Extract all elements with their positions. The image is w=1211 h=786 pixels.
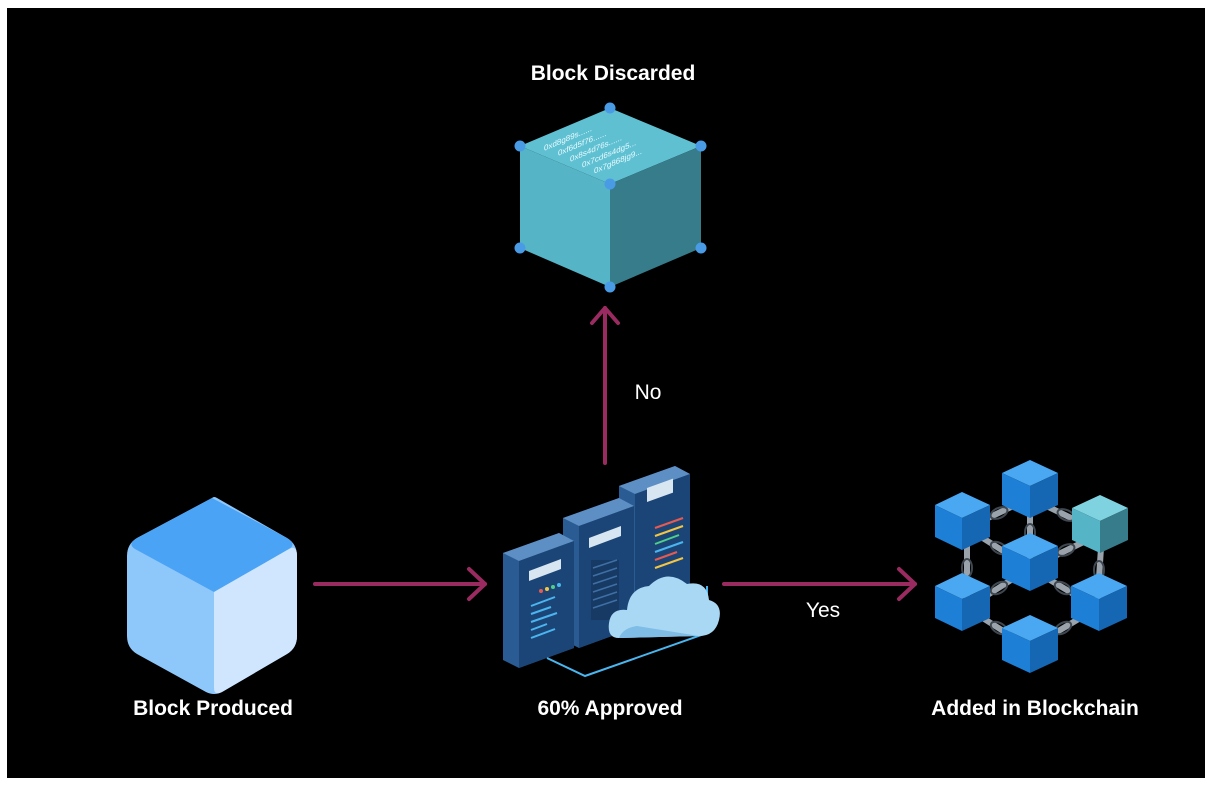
- chain-cube-icon: [1002, 460, 1058, 518]
- chain-cube-icon: [935, 573, 990, 631]
- node-label-discarded: Block Discarded: [530, 62, 696, 85]
- chain-cube-icon: [1071, 573, 1127, 631]
- server-cluster-icon: [503, 466, 720, 678]
- edge-label-no: No: [634, 381, 662, 404]
- chain-cube-icon: [1072, 495, 1128, 553]
- arrow-produced-to-approved: [313, 567, 487, 601]
- chain-cube-icon: [1002, 533, 1058, 591]
- chain-cube-icon: [1002, 615, 1058, 673]
- edge-label-yes: Yes: [805, 599, 841, 622]
- node-label-approved: 60% Approved: [537, 697, 683, 720]
- produced-block-icon: [127, 497, 297, 694]
- discarded-cube-icon: 0xd8g89s...... 0xf6d5f76...... 0x8s4d76s…: [514, 102, 707, 293]
- blockchain-network-icon: [935, 460, 1128, 673]
- arrow-yes: [722, 567, 917, 601]
- node-label-added: Added in Blockchain: [931, 697, 1139, 720]
- diagram-canvas: 0xd8g89s...... 0xf6d5f76...... 0x8s4d76s…: [7, 8, 1205, 778]
- diagram-svg: 0xd8g89s...... 0xf6d5f76...... 0x8s4d76s…: [127, 102, 1128, 694]
- chain-cube-icon: [935, 492, 990, 550]
- node-label-produced: Block Produced: [133, 697, 293, 720]
- arrow-no: [590, 306, 620, 465]
